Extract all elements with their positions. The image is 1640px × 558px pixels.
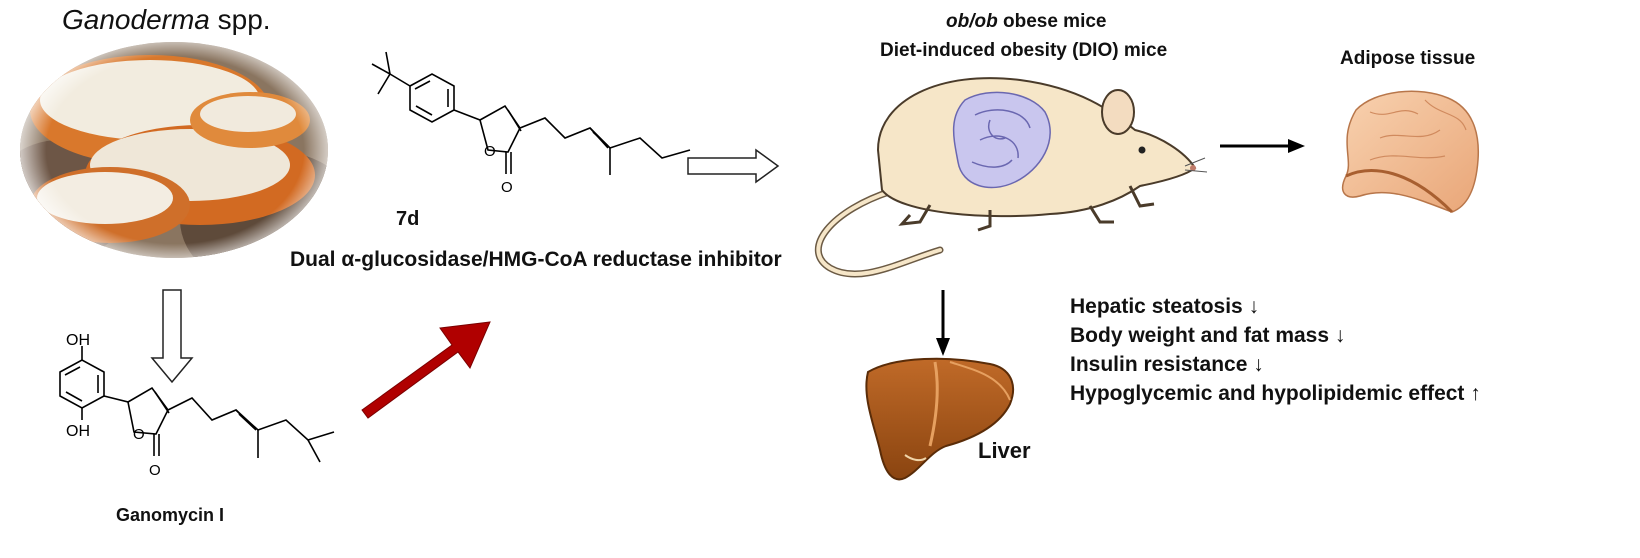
- ganomycin-structure: [59, 346, 335, 463]
- ganomycin-carbonyl-o: O: [149, 462, 161, 479]
- genus-suffix: spp.: [209, 4, 271, 35]
- red-arrow-icon: [361, 321, 491, 419]
- effects-list: Hepatic steatosis ↓ Body weight and fat …: [1070, 292, 1481, 408]
- ganomycin-oh-bottom: OH: [66, 423, 90, 440]
- mouse-illustration: [815, 77, 1208, 278]
- 7d-ring-o: O: [484, 143, 496, 160]
- ganomycin-label: Ganomycin I: [116, 505, 225, 525]
- model-ob-ob: ob/ob: [946, 11, 998, 32]
- compound-7d-structure: [371, 51, 691, 175]
- effect-item: Hypoglycemic and hypolipidemic effect ↑: [1070, 382, 1481, 405]
- liver-icon: [865, 357, 1015, 481]
- ganomycin-oh-top: OH: [66, 332, 90, 349]
- liver-label: Liver: [978, 438, 1031, 463]
- arrow-to-liver: [936, 290, 950, 356]
- intestine-icon: [952, 91, 1051, 189]
- model-line-1: ob/ob obese mice: [946, 11, 1106, 33]
- model-line-2: Diet-induced obesity (DIO) mice: [880, 40, 1168, 61]
- compound-7d-label: 7d: [396, 208, 420, 230]
- arrow-to-adipose: [1220, 139, 1305, 153]
- model-obese-mice: obese mice: [997, 11, 1107, 32]
- effect-item: Insulin resistance ↓: [1070, 353, 1264, 376]
- hollow-arrow-down: [150, 289, 194, 384]
- genus-name: Ganoderma: [62, 4, 210, 35]
- source-label: Ganoderma spp.: [62, 4, 271, 36]
- ganoderma-photo: [20, 42, 328, 258]
- compound-7d-description: Dual α-glucosidase/HMG-CoA reductase inh…: [290, 248, 782, 271]
- effect-item: Hepatic steatosis ↓: [1070, 295, 1260, 318]
- ganomycin-ring-o: O: [133, 426, 145, 443]
- adipose-label: Adipose tissue: [1340, 48, 1476, 69]
- hollow-arrow-right: [687, 148, 780, 184]
- effect-item: Body weight and fat mass ↓: [1070, 324, 1346, 347]
- adipose-tissue-icon: [1341, 90, 1480, 214]
- 7d-carbonyl-o: O: [501, 179, 513, 196]
